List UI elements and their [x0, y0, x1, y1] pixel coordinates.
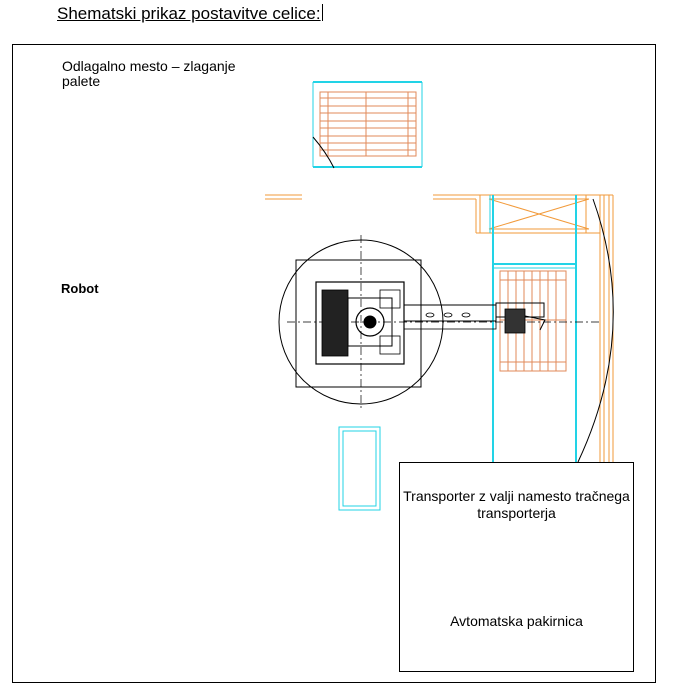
roller-conveyor [489, 195, 577, 462]
drop-pallet [312, 81, 423, 169]
drop-place-label: Odlagalno mesto – zlaganje palete [62, 58, 236, 89]
layout-frame [12, 44, 656, 683]
robot [278, 235, 600, 410]
robot-label: Robot [61, 281, 99, 296]
title-text: Shematski prikaz postavitve celice: [57, 4, 321, 23]
page-title: Shematski prikaz postavitve celice: [57, 4, 323, 24]
packer-label: Avtomatska pakirnica [450, 613, 583, 629]
packing-machine: Transporter z valji namesto tračnega tra… [399, 462, 634, 672]
text-cursor [321, 4, 323, 21]
conveyor-label: Transporter z valji namesto tračnega tra… [403, 488, 630, 521]
cyan-bin [338, 426, 381, 511]
safety-fence [265, 194, 614, 463]
